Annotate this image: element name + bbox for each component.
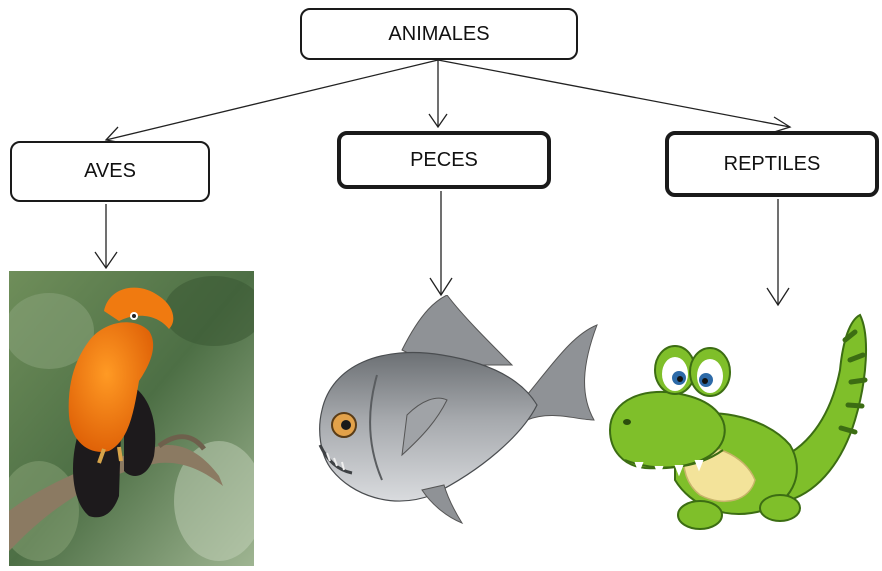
arrow-head-peces-image <box>429 277 453 297</box>
node-label: AVES <box>84 160 136 182</box>
node-label: REPTILES <box>723 152 821 175</box>
node-peces: PECES <box>337 131 551 189</box>
arrow-root-to-reptiles <box>437 59 791 128</box>
crocodile-cartoon <box>608 313 868 530</box>
bird-photo <box>9 271 254 566</box>
arrow-head-reptiles-image <box>766 287 790 307</box>
node-label: ANIMALES <box>388 22 490 45</box>
node-aves: AVES <box>10 141 210 202</box>
arrow-head-aves-image <box>94 251 118 270</box>
node-reptiles: REPTILES <box>665 131 879 197</box>
fish-illustration <box>318 295 598 525</box>
arrow-head-peces <box>428 113 448 129</box>
arrow-root-to-aves <box>105 59 439 141</box>
node-label: PECES <box>410 148 478 171</box>
node-animales: ANIMALES <box>300 8 578 60</box>
